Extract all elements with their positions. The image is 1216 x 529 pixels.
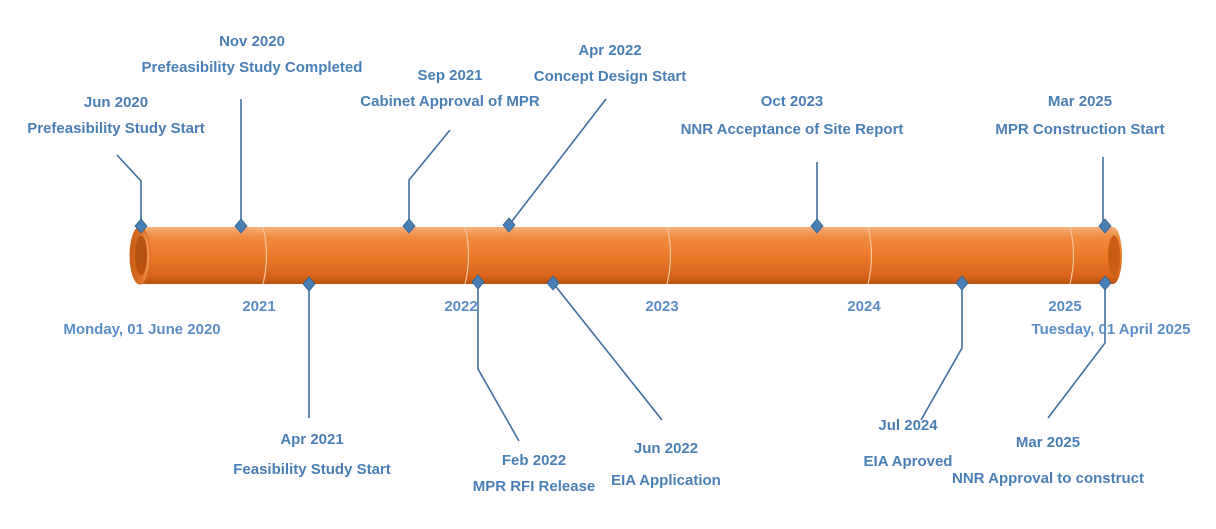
milestone-label: EIA Aproved — [864, 453, 953, 470]
connector-lines — [116, 98, 1106, 442]
milestone-label: EIA Application — [611, 472, 721, 489]
tube-body — [140, 227, 1113, 284]
milestone-date: Jun 2022 — [634, 440, 698, 457]
milestone-nnr-approval-construct: Mar 2025 NNR Approval to construct — [952, 434, 1144, 487]
milestone-diamond-marker — [302, 276, 316, 292]
milestone-diamond-marker — [1098, 218, 1112, 234]
connector-line — [408, 129, 451, 226]
milestone-label: Cabinet Approval of MPR — [360, 93, 540, 110]
milestone-date: Nov 2020 — [219, 33, 285, 50]
milestone-diamond-marker — [402, 218, 416, 234]
milestone-diamond-marker — [471, 274, 485, 290]
milestone-eia-approved: Jul 2024 EIA Aproved — [864, 417, 953, 470]
milestones-below: Apr 2021 Feasibility Study Start Feb 202… — [233, 417, 1144, 495]
milestone-cabinet-approval: Sep 2021 Cabinet Approval of MPR — [360, 67, 540, 110]
milestone-nnr-site-report: Oct 2023 NNR Acceptance of Site Report — [681, 93, 904, 138]
milestone-date: Jul 2024 — [878, 417, 938, 434]
milestone-diamond-marker — [1098, 275, 1112, 291]
tube-seam — [464, 226, 470, 285]
milestone-prefeasibility-start: Jun 2020 Prefeasibility Study Start — [27, 94, 205, 137]
milestone-date: Feb 2022 — [502, 452, 566, 469]
connector-line — [477, 282, 520, 442]
milestone-diamond-marker — [502, 217, 516, 233]
milestone-label: NNR Approval to construct — [952, 470, 1144, 487]
milestone-label: Prefeasibility Study Start — [27, 120, 205, 137]
milestone-date: Mar 2025 — [1016, 434, 1080, 451]
tube-seams — [262, 226, 1075, 285]
tube-seam — [867, 226, 873, 285]
milestone-concept-design-start: Apr 2022 Concept Design Start — [534, 42, 687, 85]
year-label-2022: 2022 — [444, 298, 477, 315]
milestone-label: MPR RFI Release — [473, 478, 596, 495]
milestone-diamond-marker — [955, 275, 969, 291]
year-label-2024: 2024 — [847, 298, 881, 315]
milestone-date: Apr 2021 — [280, 431, 343, 448]
milestone-label: NNR Acceptance of Site Report — [681, 121, 904, 138]
year-label-2021: 2021 — [242, 298, 275, 315]
timeline-tube — [129, 226, 1122, 285]
milestone-date: Oct 2023 — [761, 93, 824, 110]
range-start-label: Monday, 01 June 2020 — [63, 321, 220, 338]
milestone-diamond-marker — [134, 218, 148, 234]
connector-line — [116, 154, 142, 225]
milestone-diamond-marker — [234, 218, 248, 234]
tube-left-cap-inner — [135, 235, 147, 276]
connector-line — [508, 98, 607, 226]
tube-right-cap-inner — [1108, 235, 1120, 276]
milestone-eia-application: Jun 2022 EIA Application — [611, 440, 721, 489]
year-labels: 2021 2022 2023 2024 2025 — [242, 298, 1081, 315]
milestone-label: Feasibility Study Start — [233, 461, 391, 478]
milestone-mpr-rfi-release: Feb 2022 MPR RFI Release — [473, 452, 596, 495]
milestone-date: Apr 2022 — [578, 42, 641, 59]
tube-seam — [666, 226, 672, 285]
tube-seam — [1069, 226, 1075, 285]
tube-seam — [262, 226, 268, 285]
milestone-mpr-construction-start: Mar 2025 MPR Construction Start — [995, 93, 1164, 138]
milestone-feasibility-start: Apr 2021 Feasibility Study Start — [233, 431, 391, 478]
milestone-label: Prefeasibility Study Completed — [142, 59, 363, 76]
year-label-2025: 2025 — [1048, 298, 1081, 315]
range-end-label: Tuesday, 01 April 2025 — [1032, 321, 1191, 338]
milestone-diamond-marker — [810, 218, 824, 234]
milestone-diamond-marker — [546, 275, 560, 291]
connector-line — [552, 282, 663, 421]
year-label-2023: 2023 — [645, 298, 678, 315]
milestone-markers — [134, 217, 1112, 292]
milestone-label: Concept Design Start — [534, 68, 687, 85]
milestone-date: Sep 2021 — [417, 67, 482, 84]
milestone-prefeasibility-completed: Nov 2020 Prefeasibility Study Completed — [142, 33, 363, 76]
milestone-date: Jun 2020 — [84, 94, 148, 111]
connector-line — [920, 283, 963, 421]
connector-line — [1047, 283, 1106, 419]
milestone-label: MPR Construction Start — [995, 121, 1164, 138]
milestones-above: Jun 2020 Prefeasibility Study Start Nov … — [27, 33, 1164, 138]
milestone-date: Mar 2025 — [1048, 93, 1112, 110]
